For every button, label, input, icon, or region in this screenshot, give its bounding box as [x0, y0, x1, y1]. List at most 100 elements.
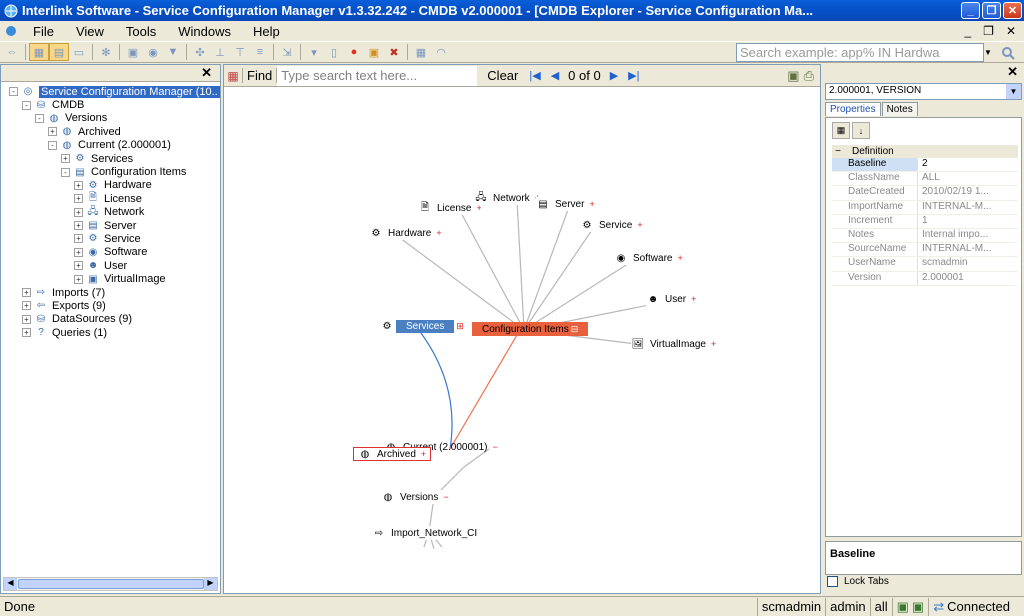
tree-item-imports-7[interactable]: +⇨Imports (7)	[1, 286, 220, 299]
tree-item-network[interactable]: +🖧Network	[1, 206, 220, 219]
explorer-view-icon[interactable]: ▤	[49, 43, 69, 61]
last-result-icon[interactable]: ▶|	[628, 70, 640, 82]
tree-item-user[interactable]: +☻User	[1, 259, 220, 272]
expand-icon[interactable]: +	[74, 274, 83, 284]
tree-view-icon[interactable]: ▦	[29, 43, 49, 61]
expand-icon[interactable]: +	[22, 288, 31, 298]
collapse-icon[interactable]: -	[22, 100, 31, 110]
find-options-icon[interactable]: ▦	[227, 68, 239, 83]
graph-node-license[interactable]: 🗎 License+	[418, 201, 482, 215]
layout-tree-icon[interactable]: ⊥	[215, 46, 225, 59]
maximize-button[interactable]: ❐	[982, 2, 1001, 19]
mdi-restore-icon[interactable]: ❐	[983, 24, 994, 38]
graph-node-configuration-items[interactable]: Configuration Items⊟	[472, 322, 589, 336]
property-category[interactable]: − Definition	[832, 145, 1018, 158]
find-input[interactable]: Type search text here...	[277, 65, 478, 86]
graph-node-user[interactable]: ☻ User+	[646, 292, 697, 306]
tree-item-datasources-9[interactable]: +⛁DataSources (9)	[1, 313, 220, 326]
collapse-icon[interactable]: −	[835, 146, 841, 157]
graph-node-hardware[interactable]: ⚙ Hardware+	[369, 226, 442, 240]
categorized-icon[interactable]: ▦	[832, 122, 850, 139]
search-icon[interactable]	[996, 43, 1020, 62]
tab-notes[interactable]: Notes	[881, 102, 918, 116]
close-properties-panel-icon[interactable]: ✕	[1007, 64, 1018, 79]
graph-node-server[interactable]: ▤ Server+	[536, 197, 595, 211]
form-icon[interactable]: ▣	[127, 46, 139, 59]
expand-icon[interactable]: +	[74, 261, 83, 271]
scroll-thumb[interactable]	[18, 579, 204, 589]
clear-button[interactable]: Clear	[487, 68, 519, 83]
close-tree-panel-icon[interactable]: ✕	[201, 65, 212, 80]
tree-item-service[interactable]: +⚙Service	[1, 232, 220, 245]
graph-node-service[interactable]: ⚙ Service+	[580, 218, 643, 232]
layout-list-icon[interactable]: ≡	[256, 46, 264, 58]
calendar-icon[interactable]: ▦	[415, 46, 427, 59]
close-button[interactable]: ✕	[1003, 2, 1022, 19]
menu-file[interactable]: File	[33, 23, 54, 39]
funnel-icon[interactable]: ▾	[311, 46, 317, 59]
expand-icon[interactable]: +	[22, 314, 31, 324]
tree-horizontal-scrollbar[interactable]: ◀ ▶	[3, 577, 218, 591]
stop-icon[interactable]: ●	[350, 46, 358, 58]
search-dropdown-icon[interactable]: ▼	[984, 48, 992, 57]
filter-icon[interactable]: ▼	[167, 46, 179, 58]
mdi-close-icon[interactable]: ✕	[1005, 24, 1016, 38]
tree-item-services[interactable]: +⚙Services	[1, 152, 220, 165]
wifi-icon[interactable]: ◠	[436, 46, 446, 59]
menu-view[interactable]: View	[75, 23, 104, 39]
menu-tools[interactable]: Tools	[125, 23, 157, 39]
expand-icon[interactable]: +	[74, 207, 83, 217]
layout-hier-icon[interactable]: ⊤	[235, 46, 245, 59]
graph-node-software[interactable]: ◉ Software+	[614, 251, 683, 265]
prev-result-icon[interactable]: ◀	[550, 70, 560, 82]
tree-item-exports-9[interactable]: +⇦Exports (9)	[1, 299, 220, 312]
expand-icon[interactable]: +	[74, 247, 83, 257]
mdi-minimize-icon[interactable]: _	[964, 24, 972, 38]
expand-icon[interactable]: +	[48, 127, 57, 137]
scroll-right-icon[interactable]: ▶	[204, 578, 217, 590]
first-result-icon[interactable]: |◀	[529, 70, 541, 82]
lock-tabs-checkbox[interactable]: Lock Tabs	[827, 576, 889, 587]
graph-node-archived[interactable]: ◍ Archived+	[353, 447, 432, 461]
tree-item-versions[interactable]: -◍Versions	[1, 112, 220, 125]
relationship-graph[interactable]: 🗎 License+ 🖧 Network+ ▤ Server+ ⚙ Servic…	[224, 87, 820, 593]
graph-icon[interactable]: ✻	[101, 46, 111, 59]
tree-item-hardware[interactable]: +⚙Hardware	[1, 179, 220, 192]
object-selector[interactable]: 2.000001, VERSION ▼	[825, 83, 1022, 100]
expand-icon[interactable]: +	[74, 234, 83, 244]
tree-item-service-configuration-manager-10[interactable]: -◎Service Configuration Manager (10..	[1, 85, 220, 98]
sort-alpha-icon[interactable]: ↓	[852, 122, 870, 139]
collapse-icon[interactable]: -	[48, 140, 57, 150]
tree-item-software[interactable]: +◉Software	[1, 246, 220, 259]
tree-item-current-2-000001[interactable]: -◍Current (2.000001)	[1, 139, 220, 152]
scroll-left-icon[interactable]: ◀	[4, 578, 17, 590]
tree-item-server[interactable]: +▤Server	[1, 219, 220, 232]
chevron-down-icon[interactable]: ▼	[1006, 84, 1021, 99]
expand-icon[interactable]: +	[22, 328, 31, 338]
layout-radial-icon[interactable]: ✣	[195, 46, 205, 59]
tree-item-configuration-items[interactable]: -▤Configuration Items	[1, 165, 220, 178]
print-icon[interactable]: ⎙	[803, 68, 814, 83]
collapse-icon[interactable]: -	[9, 87, 18, 97]
tree-item-archived[interactable]: +◍Archived	[1, 125, 220, 138]
delete-icon[interactable]: ✖	[389, 46, 399, 59]
collapse-icon[interactable]: -	[35, 113, 44, 123]
lock-icon[interactable]: ▣	[368, 46, 380, 59]
export-icon[interactable]: ⇲	[282, 46, 292, 59]
menu-windows[interactable]: Windows	[178, 23, 232, 39]
export-image-icon[interactable]: ▣	[787, 68, 800, 83]
tree-item-license[interactable]: +🗎License	[1, 192, 220, 205]
graph-node-services[interactable]: ⚙ Services⊞	[380, 319, 464, 333]
disk-icon[interactable]: ◉	[148, 46, 158, 59]
expand-icon[interactable]: +	[74, 180, 83, 190]
tree-item-queries-1[interactable]: +?Queries (1)	[1, 326, 220, 339]
navigate-icon[interactable]: ⇔	[6, 46, 18, 58]
collapse-icon[interactable]: -	[61, 167, 70, 177]
